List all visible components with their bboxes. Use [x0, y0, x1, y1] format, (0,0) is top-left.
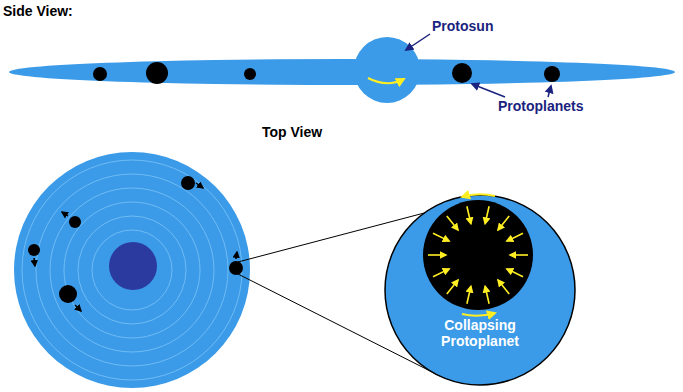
collapsing-core [423, 200, 533, 310]
motion-arrow [75, 305, 81, 311]
motion-arrow [62, 212, 68, 216]
orbit-ring [22, 160, 242, 380]
infall-arrow [467, 206, 471, 224]
protoplanet [69, 216, 81, 228]
motion-arrow [196, 183, 203, 188]
protoplanet [229, 261, 243, 275]
node-label: Collapsing Protoplanet [385, 317, 575, 349]
infall-arrow [510, 254, 528, 256]
infall-arrow [447, 216, 458, 230]
infall-arrow [507, 269, 523, 277]
motion-arrow [236, 252, 237, 259]
infall-arrow [467, 286, 471, 304]
protoplanet [93, 67, 107, 81]
infall-arrow [485, 286, 489, 304]
protoplanet [452, 63, 472, 83]
leader-line [472, 84, 505, 97]
infall-arrow [485, 206, 489, 224]
rotation-arrow [462, 313, 495, 316]
infall-arrow [498, 216, 509, 230]
protoplanet [544, 66, 560, 82]
inset-disk [385, 195, 575, 385]
inset-circle: Collapsing Protoplanet [385, 195, 575, 385]
side-view [9, 34, 675, 103]
inset [385, 194, 575, 385]
orbit-ring [50, 188, 214, 352]
protoplanet [59, 285, 77, 303]
infall-arrow [498, 280, 509, 294]
leader-line [548, 86, 551, 97]
orbit-ring [36, 174, 228, 366]
leader-line [406, 34, 430, 50]
infall-arrow [428, 254, 446, 256]
infall-arrow [433, 269, 449, 277]
protoplanet [244, 68, 256, 80]
infall-arrow [433, 233, 449, 241]
part-label: Protosun [432, 18, 493, 34]
orbit-ring [92, 230, 172, 310]
orbit-ring [64, 202, 200, 338]
infall-arrow [447, 280, 458, 294]
view-heading: Top View [262, 124, 322, 140]
infall-arrows [428, 206, 528, 303]
protoplanet [181, 176, 195, 190]
orbit-rings [22, 160, 242, 380]
orbit-ring [78, 216, 186, 324]
protoplanet [28, 244, 40, 256]
disk-side [9, 59, 675, 85]
top-view [14, 152, 250, 388]
motion-arrow [34, 258, 35, 266]
protoplanet [146, 62, 168, 84]
part-label: Protoplanets [498, 98, 584, 114]
rotation-arrow [462, 194, 495, 197]
infall-arrow [507, 233, 523, 241]
disk-top [14, 152, 250, 388]
protosun-top [109, 242, 157, 290]
rotation-arrow [368, 78, 404, 83]
view-heading: Side View: [3, 3, 73, 19]
